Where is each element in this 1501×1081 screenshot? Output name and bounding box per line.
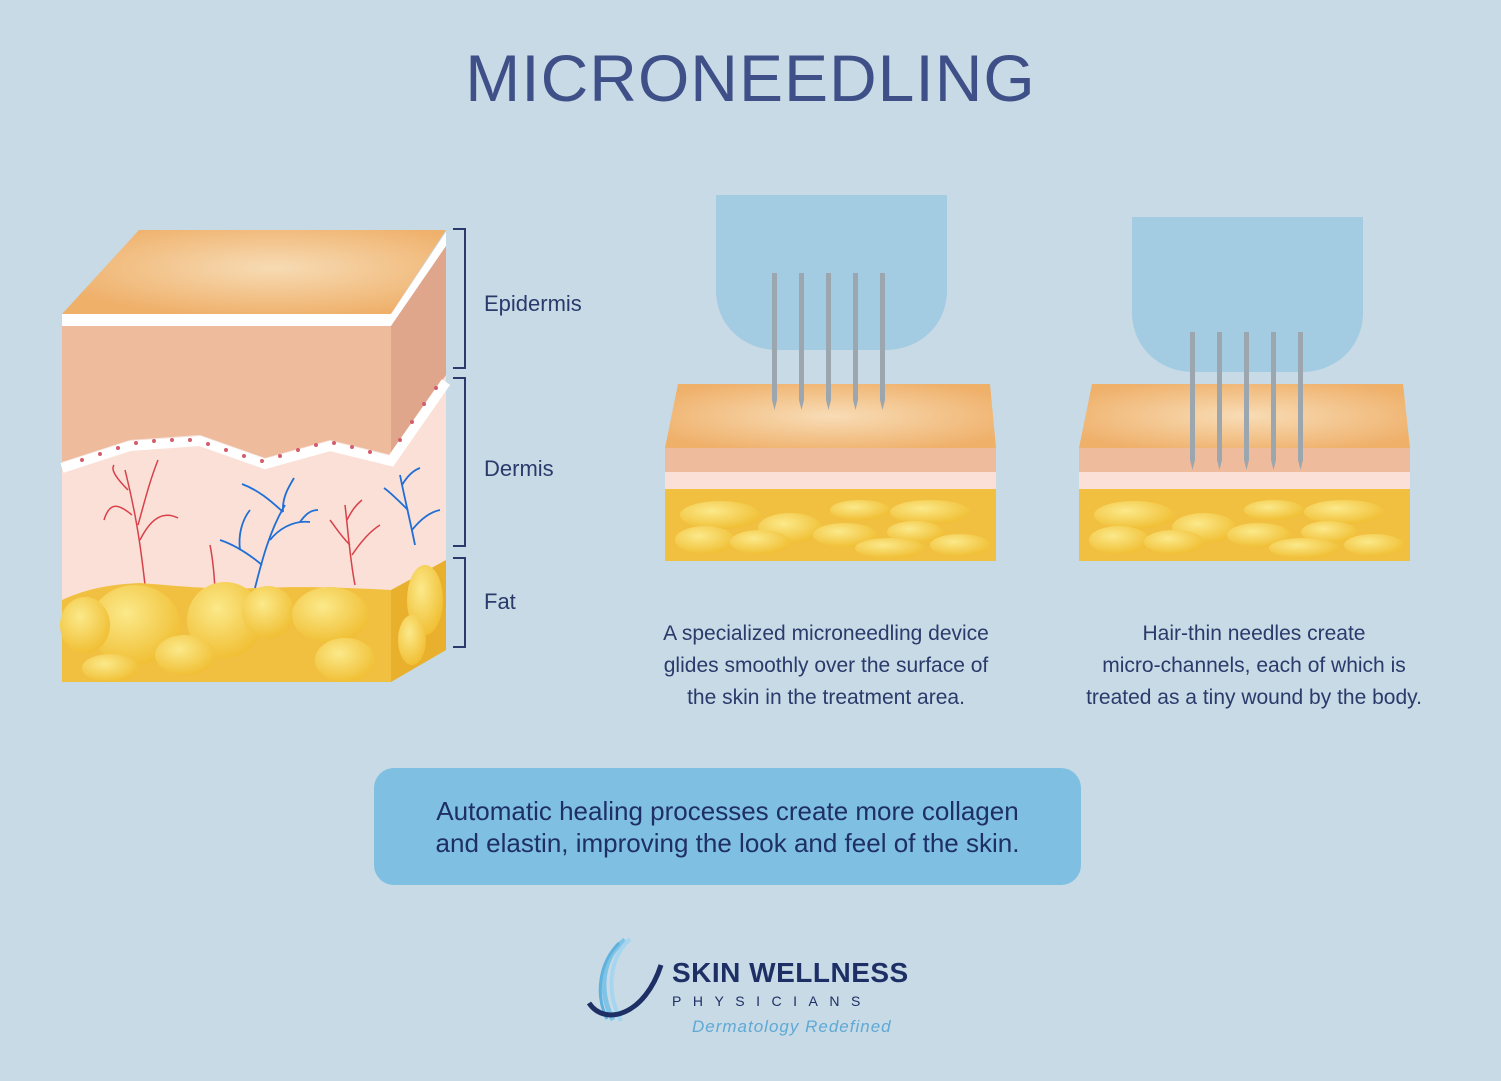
epidermis-top-face bbox=[62, 230, 446, 314]
brand-logo: SKIN WELLNESS PHYSICIANS Dermatology Red… bbox=[585, 935, 925, 1040]
device-diagram-penetrate bbox=[1079, 217, 1410, 561]
epidermis-edge bbox=[62, 232, 446, 326]
brand-tagline: Dermatology Redefined bbox=[692, 1017, 892, 1036]
logo-swoosh-icon bbox=[586, 937, 664, 1022]
layer-brackets bbox=[453, 228, 466, 648]
label-fat: Fat bbox=[484, 589, 516, 614]
dermis-band bbox=[665, 448, 996, 472]
brand-sub: PHYSICIANS bbox=[672, 993, 872, 1009]
caption-needles: Hair-thin needles create micro-channels,… bbox=[1086, 622, 1422, 709]
healing-callout: Automatic healing processes create more … bbox=[374, 768, 1081, 885]
basement-membrane bbox=[60, 379, 451, 473]
label-epidermis: Epidermis bbox=[484, 291, 582, 316]
fat-cells bbox=[60, 565, 443, 682]
microneedling-device bbox=[716, 195, 947, 350]
dermis-light-band bbox=[665, 472, 996, 489]
needles bbox=[772, 273, 885, 410]
fat-cells bbox=[675, 500, 990, 558]
microneedling-device bbox=[1132, 217, 1363, 372]
skin-surface bbox=[665, 384, 996, 448]
device-diagram-glide bbox=[665, 195, 996, 561]
page-title: MICRONEEDLING bbox=[465, 41, 1036, 115]
needles bbox=[1190, 332, 1303, 470]
caption-device: A specialized microneedling device glide… bbox=[663, 622, 989, 709]
skin-cross-section bbox=[60, 230, 451, 682]
dermis-upper bbox=[62, 326, 391, 462]
dermis-light-band bbox=[1079, 472, 1410, 489]
fat-cells bbox=[1089, 500, 1404, 558]
blue-vessels bbox=[219, 467, 441, 589]
brand-name: SKIN WELLNESS bbox=[672, 957, 909, 988]
label-dermis: Dermis bbox=[484, 456, 554, 481]
membrane-dots bbox=[80, 386, 438, 463]
dermis-lower bbox=[62, 375, 446, 600]
red-vessels bbox=[103, 459, 381, 591]
